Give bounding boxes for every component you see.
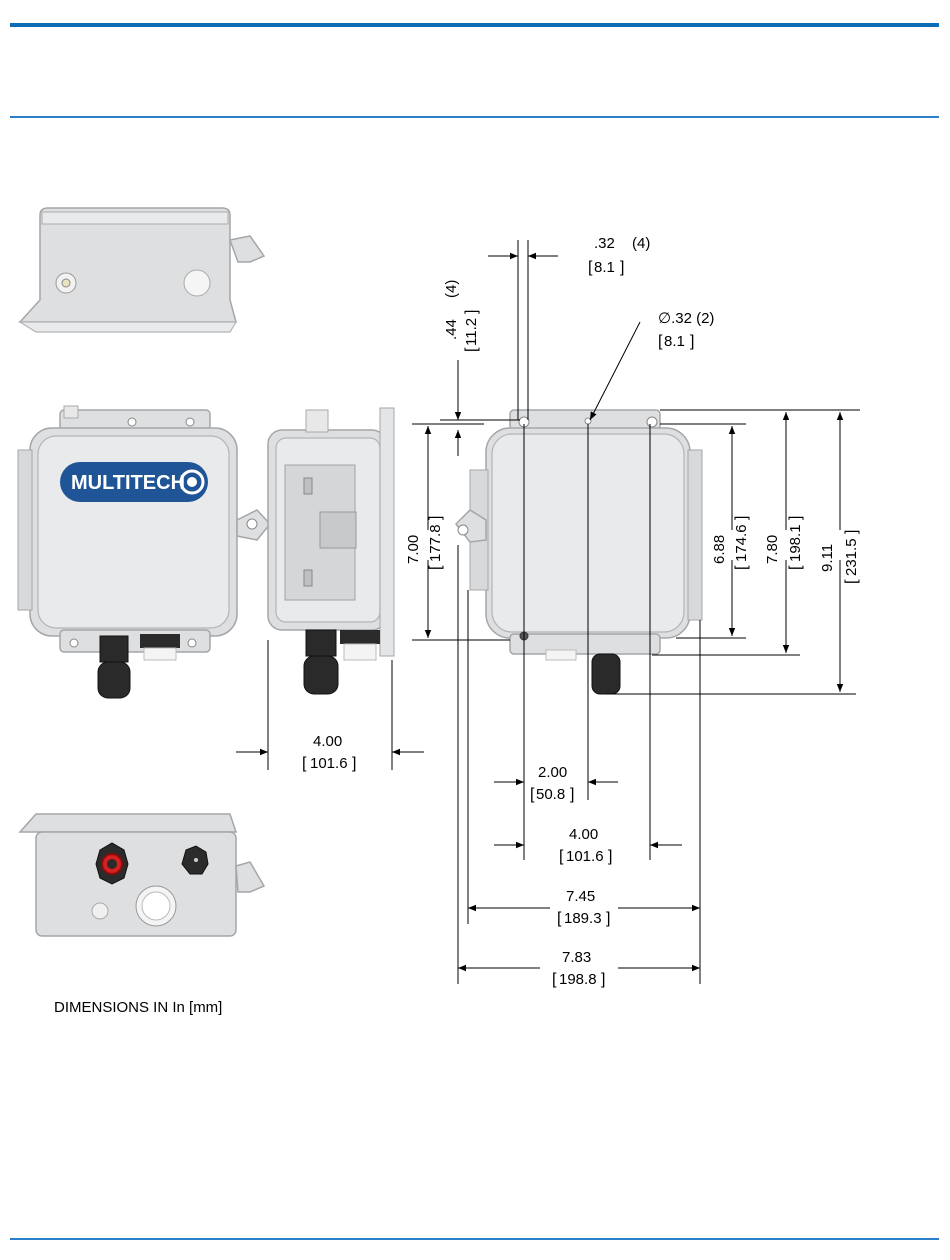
svg-text:[: [	[559, 848, 564, 865]
enclosure-top-view	[20, 208, 264, 332]
enclosure-back-view	[456, 410, 702, 694]
enclosure-bottom-view	[20, 814, 264, 936]
svg-text:]: ]	[733, 516, 750, 520]
svg-text:]: ]	[843, 530, 860, 534]
dim-height-780-mm: 198.1	[787, 524, 804, 562]
dim-height-700-in: 7.00	[405, 535, 422, 564]
svg-text:[: [	[463, 347, 480, 352]
dim-width-400-mm: 101.6	[566, 848, 604, 865]
svg-text:[: [	[658, 333, 663, 350]
svg-text:[: [	[733, 565, 750, 570]
dim-height-780-in: 7.80	[764, 535, 781, 564]
dim-edge-offset-count: (4)	[443, 280, 460, 298]
svg-text:]: ]	[352, 755, 356, 772]
svg-text:]: ]	[427, 516, 444, 520]
dim-hole-spacing-in: .32	[594, 235, 615, 252]
dim-height-688-mm: 174.6	[733, 524, 750, 562]
svg-text:[: [	[787, 565, 804, 570]
dim-edge-offset-mm: 11.2	[463, 318, 480, 346]
dim-edge-offset-in: .44	[443, 319, 460, 340]
svg-text:]: ]	[690, 333, 694, 350]
dim-height-688-in: 6.88	[711, 535, 728, 564]
dim-width-783-mm: 198.8	[559, 971, 597, 988]
dim-height-911-in: 9.11	[819, 544, 836, 572]
dim-hole-spacing-count: (4)	[632, 235, 650, 252]
enclosure-front-view: MULTITECH	[18, 406, 270, 698]
dim-width-200-in: 2.00	[538, 764, 567, 781]
dim-width-200-mm: 50.8	[536, 786, 565, 803]
dim-hole-spacing-mm-bracket: [	[588, 259, 593, 276]
dim-depth-400-mm: 101.6	[310, 755, 348, 772]
dim-hole-dia-mm: 8.1	[664, 333, 685, 350]
svg-text:[: [	[530, 786, 535, 803]
dim-width-400-in: 4.00	[569, 826, 598, 843]
svg-text:]: ]	[463, 310, 480, 314]
svg-text:[: [	[552, 971, 557, 988]
dim-width-745-mm: 189.3	[564, 910, 602, 927]
dim-hole-spacing-mm: 8.1	[594, 259, 615, 276]
svg-text:]: ]	[606, 910, 610, 927]
svg-text:[: [	[302, 755, 307, 772]
dim-width-745-in: 7.45	[566, 888, 595, 905]
svg-text:[: [	[427, 565, 444, 570]
dim-depth-400-in: 4.00	[313, 733, 342, 750]
dim-width-783-in: 7.83	[562, 949, 591, 966]
svg-text:]: ]	[620, 259, 624, 276]
svg-text:]: ]	[608, 848, 612, 865]
multitech-logo: MULTITECH	[71, 472, 185, 494]
dimensions-unit-note: DIMENSIONS IN In [mm]	[54, 999, 222, 1016]
svg-text:]: ]	[570, 786, 574, 803]
svg-text:]: ]	[601, 971, 605, 988]
enclosure-side-view	[268, 408, 394, 694]
dim-height-911-mm: 231.5	[843, 538, 860, 576]
svg-text:[: [	[843, 579, 860, 584]
svg-text:]: ]	[787, 516, 804, 520]
dim-hole-dia-in: ∅.32 (2)	[658, 310, 714, 327]
svg-text:[: [	[557, 910, 562, 927]
dim-height-700-mm: 177.8	[427, 524, 444, 562]
